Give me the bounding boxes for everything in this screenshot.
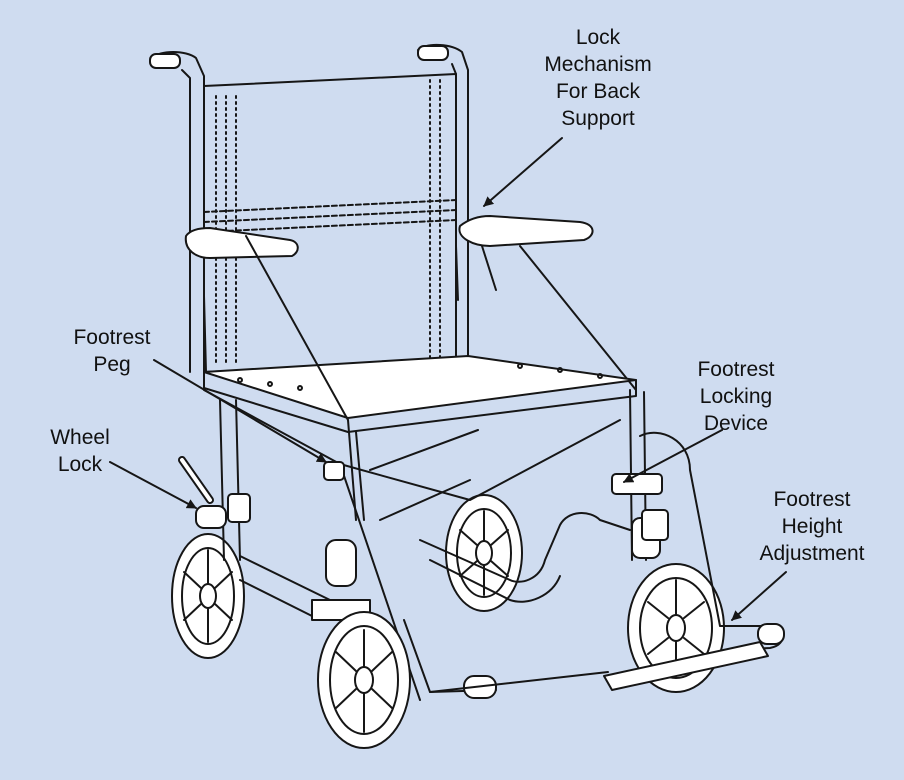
footrest-peg-arrow: [153, 359, 327, 463]
label-footrest-height-adjustment: Footrest Height Adjustment: [734, 486, 890, 567]
label-line: Height: [781, 515, 843, 538]
armrests: [184, 215, 637, 391]
back-support: [203, 73, 457, 373]
label-line: Adjustment: [759, 542, 865, 565]
label-line: Lock: [575, 26, 621, 49]
label-footrest-locking-device: Footrest Locking Device: [676, 356, 796, 437]
wheel-lock-arrow: [109, 461, 197, 509]
footrest-peg-part: [323, 461, 345, 481]
label-lock-mechanism-for-back-support: Lock Mechanism For Back Support: [518, 24, 678, 132]
label-line: Locking: [699, 385, 773, 408]
front-left-caster: [311, 539, 411, 749]
label-line: Peg: [93, 353, 131, 376]
label-line: Wheel: [50, 426, 110, 449]
seat: [203, 355, 637, 433]
label-line: Mechanism: [544, 53, 652, 76]
label-line: Footrest: [73, 326, 151, 349]
wheel-lock-part: [178, 456, 251, 529]
rear-right-wheel: [445, 494, 523, 612]
frame: [203, 235, 647, 701]
lock-mechanism-arrow: [483, 137, 563, 207]
label-line: Support: [561, 107, 635, 130]
label-line: Lock: [57, 453, 103, 476]
footrests: [403, 431, 785, 699]
rear-left-wheel: [171, 533, 245, 659]
label-line: Footrest: [773, 488, 851, 511]
label-footrest-peg: Footrest Peg: [60, 324, 164, 378]
label-line: For Back: [555, 80, 641, 103]
label-line: Device: [703, 412, 769, 435]
back-posts: [149, 44, 469, 373]
footrest-height-adjustment-arrow: [731, 571, 787, 621]
label-wheel-lock: Wheel Lock: [32, 424, 128, 478]
label-line: Footrest: [697, 358, 775, 381]
footrest-locking-device-arrow: [623, 429, 723, 483]
